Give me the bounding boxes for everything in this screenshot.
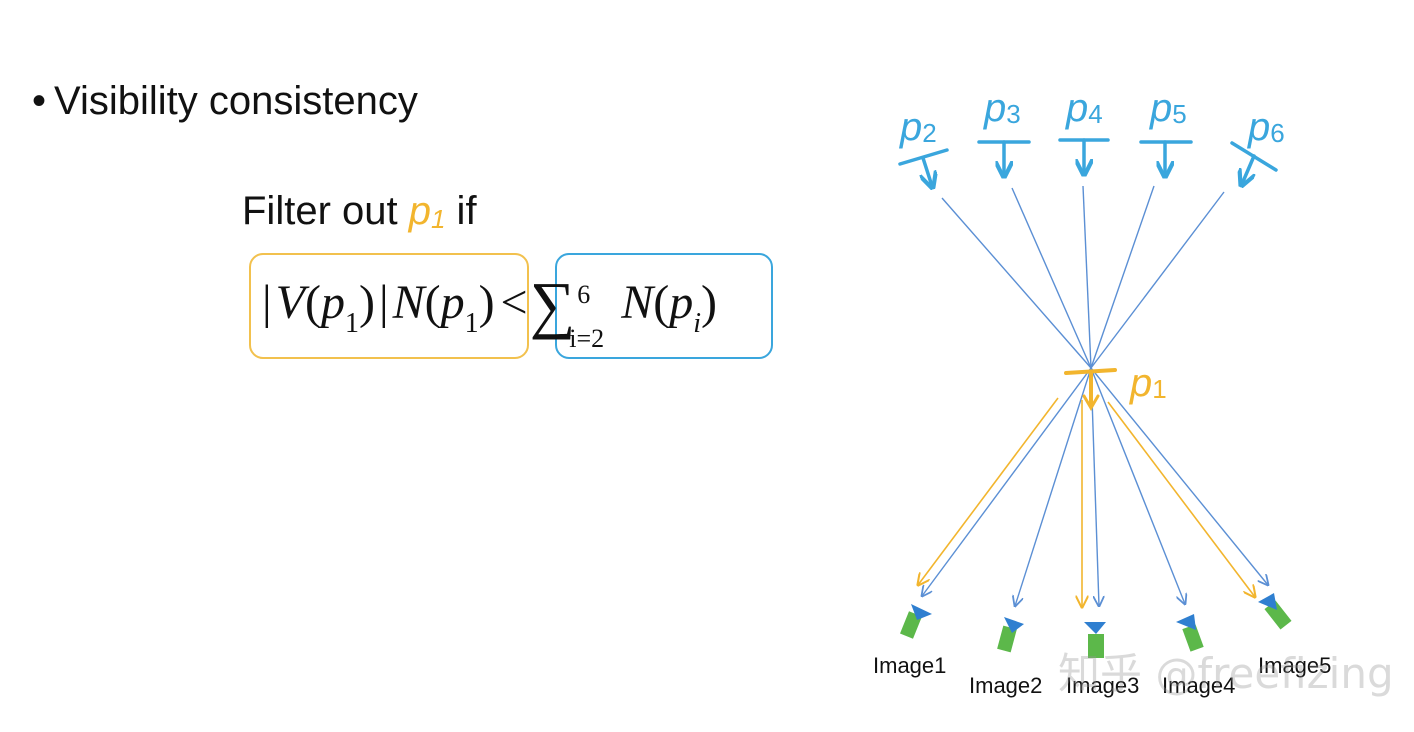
ray-p6 [1090, 191, 1225, 369]
camera-image1 [900, 604, 932, 639]
incoming-rays [941, 185, 1225, 369]
watermark: 知乎 @freefizing [1058, 649, 1394, 698]
bullet-text: Visibility consistency [54, 79, 418, 123]
less-than: < [500, 276, 528, 329]
camera-image4 [1176, 614, 1204, 652]
ray-p2 [941, 197, 1092, 369]
center-point-p1 [1064, 368, 1117, 411]
ray-image4-blue [1090, 367, 1185, 604]
camera-image3 [1084, 622, 1106, 658]
ray-p5 [1090, 185, 1155, 369]
top-point-p4 [1058, 138, 1110, 173]
sigma-symbol: ∑ [529, 269, 576, 340]
ray-p4 [1082, 185, 1092, 369]
top-point-p6 [1230, 141, 1278, 184]
formula-left-box [249, 253, 529, 359]
camera-image5 [1258, 593, 1292, 630]
camera-image2 [997, 617, 1024, 653]
filter-suffix: if [445, 189, 477, 233]
label-p5: p5 [1149, 86, 1187, 130]
top-point-p5 [1139, 140, 1193, 175]
label-p2: p2 [899, 105, 937, 149]
filter-caption: Filter out p1 if [242, 186, 477, 244]
ray-image2-blue [1015, 367, 1092, 606]
label-p1: p1 [1129, 361, 1167, 405]
formula-right-box [555, 253, 773, 359]
image-label-3: Image3 [1066, 673, 1139, 698]
ray-image5-yellow [1107, 401, 1255, 597]
ray-image1-yellow [918, 397, 1059, 585]
image-label-4: Image4 [1162, 673, 1235, 698]
top-point-p3 [977, 140, 1031, 175]
filter-p1: p1 [408, 189, 446, 234]
image-label-2: Image2 [969, 673, 1042, 698]
label-p3: p3 [983, 86, 1021, 130]
bullet-item: •Visibility consistency [32, 76, 418, 126]
label-p6: p6 [1247, 105, 1285, 149]
ray-p3 [1011, 187, 1092, 369]
image-label-1: Image1 [873, 653, 946, 678]
image-label-5: Image5 [1258, 653, 1331, 678]
top-point-p2 [898, 148, 949, 186]
ray-image1-blue [922, 367, 1092, 596]
filter-prefix: Filter out [242, 189, 409, 233]
ray-image5-blue [1090, 367, 1268, 585]
yellow-rays [918, 397, 1255, 607]
bullet-symbol: • [32, 79, 47, 123]
label-p4: p4 [1065, 86, 1103, 130]
